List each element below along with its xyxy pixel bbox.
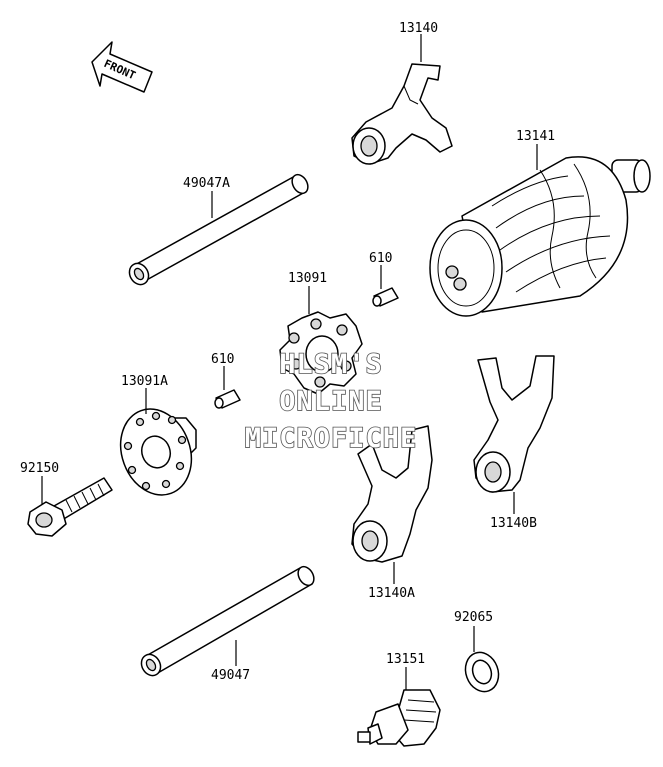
front-arrow-icon: FRONT	[91, 41, 153, 93]
washer-92065[interactable]	[460, 648, 504, 697]
label-13091A[interactable]: 13091A	[121, 374, 168, 389]
shift-fork-13140A[interactable]	[351, 425, 433, 563]
shaft-49047A[interactable]	[126, 172, 311, 288]
leader-lines	[41, 34, 538, 690]
shift-drum-13141[interactable]	[429, 156, 651, 317]
part-labels: 13140 13141 49047A 610 13091 610 13091A …	[20, 21, 555, 683]
label-13091[interactable]: 13091	[288, 271, 327, 286]
label-13151[interactable]: 13151	[386, 652, 425, 667]
shift-fork-13140[interactable]	[351, 63, 453, 165]
label-610-upper[interactable]: 610	[369, 251, 392, 266]
pin-610-lower[interactable]	[214, 389, 241, 409]
shift-plate-13091A[interactable]	[109, 399, 203, 505]
watermark-line-2: ONLINE	[279, 386, 383, 417]
bolt-92150[interactable]	[27, 477, 113, 537]
label-13140[interactable]: 13140	[399, 21, 438, 36]
shift-cam-13091[interactable]	[279, 311, 363, 395]
label-49047[interactable]: 49047	[211, 668, 250, 683]
label-13140A[interactable]: 13140A	[368, 586, 415, 601]
watermark: HLSM'S ONLINE MICROFICHE	[244, 348, 418, 455]
watermark-line-1: HLSM'S	[279, 349, 383, 380]
neutral-switch-13151[interactable]	[357, 689, 441, 747]
shift-fork-13140B[interactable]	[473, 355, 555, 493]
label-13141[interactable]: 13141	[516, 129, 555, 144]
shaft-49047[interactable]	[138, 564, 317, 679]
label-92065[interactable]: 92065	[454, 610, 493, 625]
label-610-lower[interactable]: 610	[211, 352, 234, 367]
watermark-line-3: MICROFICHE	[245, 423, 418, 454]
label-13140B[interactable]: 13140B	[490, 516, 537, 531]
label-92150[interactable]: 92150	[20, 461, 59, 476]
label-49047A[interactable]: 49047A	[183, 176, 230, 191]
pin-610-upper[interactable]	[372, 287, 399, 307]
